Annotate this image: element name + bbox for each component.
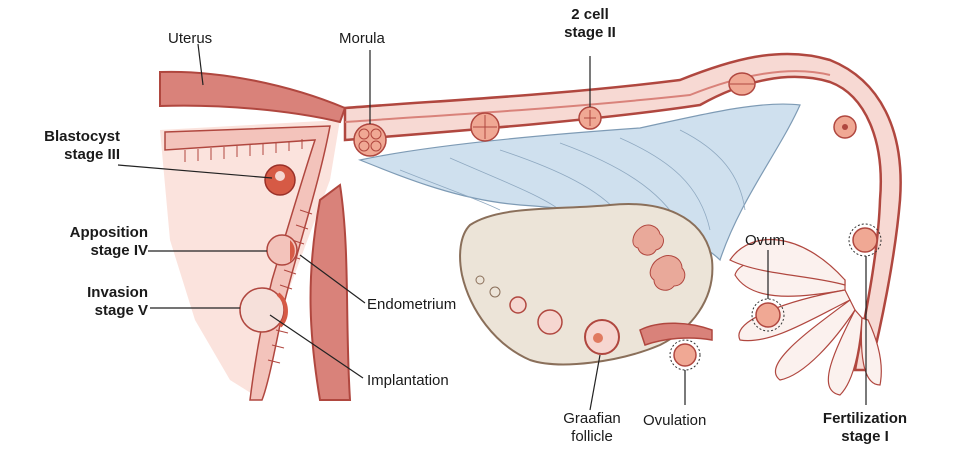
stage-2-cell bbox=[579, 107, 601, 129]
label-invasion: Invasion stage V bbox=[10, 284, 148, 320]
label-apposition: Apposition stage IV bbox=[10, 224, 148, 260]
stage-blastocyst bbox=[265, 165, 295, 195]
label-uterus: Uterus bbox=[168, 30, 212, 48]
stage-apposition bbox=[267, 235, 297, 265]
label-graafian-line2: follicle bbox=[552, 428, 632, 446]
label-fertilization-line1: Fertilization bbox=[805, 410, 925, 428]
ovulated-ovum bbox=[670, 340, 700, 370]
label-invasion-line1: Invasion bbox=[10, 284, 148, 302]
stage-fertilization bbox=[849, 224, 881, 256]
uterine-wall bbox=[160, 72, 345, 122]
label-graafian-follicle: Graafian follicle bbox=[552, 410, 632, 446]
label-implantation: Implantation bbox=[367, 372, 449, 390]
label-graafian-line1: Graafian bbox=[552, 410, 632, 428]
label-morula: Morula bbox=[339, 30, 385, 48]
label-blastocyst-line1: Blastocyst bbox=[10, 128, 120, 146]
uterine-wall-right bbox=[311, 185, 350, 400]
label-fertilization: Fertilization stage I bbox=[805, 410, 925, 446]
label-2-cell: 2 cell stage II bbox=[555, 6, 625, 42]
label-apposition-line2: stage IV bbox=[10, 242, 148, 260]
stage-4-cell bbox=[471, 113, 499, 141]
label-ovulation: Ovulation bbox=[643, 412, 706, 430]
stage-zygote bbox=[834, 116, 856, 138]
ovum-in-fimbriae bbox=[752, 299, 784, 331]
label-endometrium: Endometrium bbox=[367, 296, 456, 314]
label-apposition-line1: Apposition bbox=[10, 224, 148, 242]
stage-8-cell bbox=[729, 73, 755, 95]
label-ovum: Ovum bbox=[745, 232, 785, 250]
label-2-cell-line2: stage II bbox=[555, 24, 625, 42]
label-blastocyst-line2: stage III bbox=[10, 146, 120, 164]
label-invasion-line2: stage V bbox=[10, 302, 148, 320]
fimbriae bbox=[730, 240, 881, 395]
label-2-cell-line1: 2 cell bbox=[555, 6, 625, 24]
label-fertilization-line2: stage I bbox=[805, 428, 925, 446]
stage-morula bbox=[354, 124, 386, 156]
label-blastocyst: Blastocyst stage III bbox=[10, 128, 120, 164]
ovary-tail bbox=[640, 323, 712, 345]
